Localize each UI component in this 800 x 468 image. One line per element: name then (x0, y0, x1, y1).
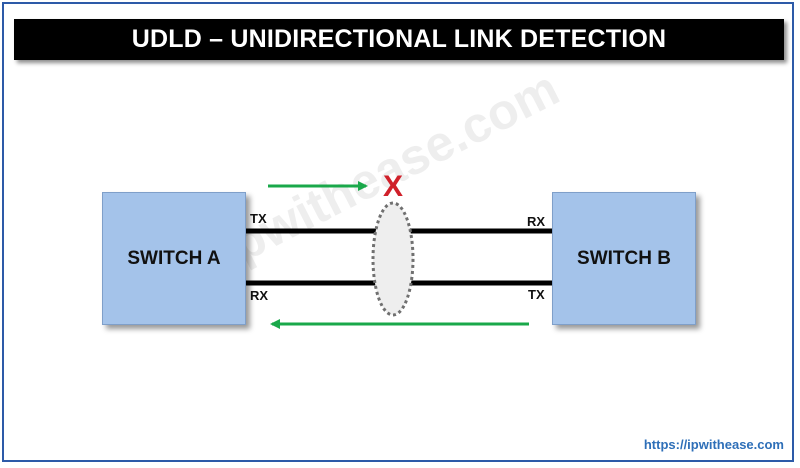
footer-url: https://ipwithease.com (643, 437, 784, 452)
switch-b-rx-label: RX (527, 214, 546, 229)
page-title: UDLD – UNIDIRECTIONAL LINK DETECTION (131, 25, 667, 53)
switch-b-tx-label: TX (528, 287, 545, 302)
switch-a-tx-label: TX (250, 211, 267, 226)
switch-a-label: SWITCH A (127, 247, 221, 269)
switch-b: SWITCH B (552, 192, 696, 325)
failure-ellipse (371, 201, 415, 317)
title-bar: UDLD – UNIDIRECTIONAL LINK DETECTION (14, 19, 784, 60)
switch-b-label: SWITCH B (577, 247, 671, 269)
switch-a-rx-label: RX (250, 288, 269, 303)
failure-mark-x: X (383, 170, 403, 203)
switch-a: SWITCH A (102, 192, 246, 325)
